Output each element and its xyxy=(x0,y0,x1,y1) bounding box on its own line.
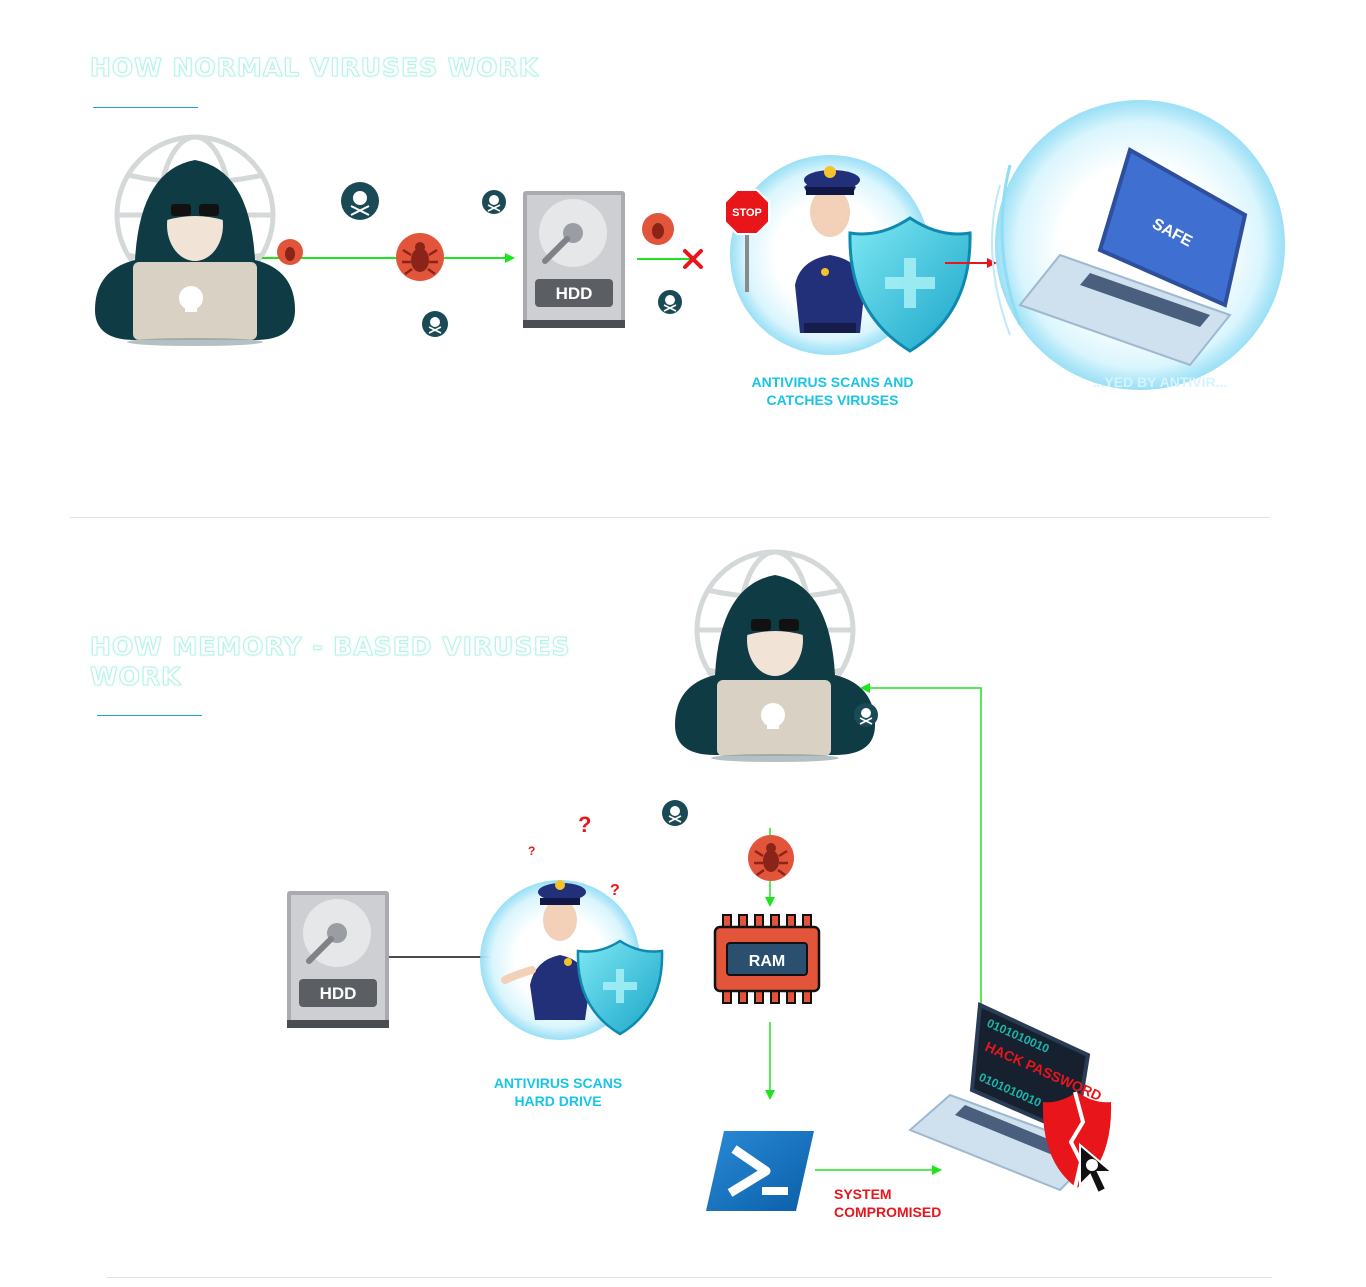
title-underline xyxy=(93,107,198,108)
skull-badge-icon xyxy=(341,182,379,220)
section-memory-title: HOW MEMORY - BASED VIRUSES WORK xyxy=(90,632,571,692)
virus-bug-icon xyxy=(277,239,303,265)
virus-bug-icon xyxy=(396,233,444,281)
antivirus-scans-caption: ANTIVIRUS SCANS HARD DRIVE xyxy=(493,1075,623,1109)
antivirus-catches-caption: ANTIVIRUS SCANS AND CATCHES VIRUSES xyxy=(751,374,914,408)
ram-label: RAM xyxy=(749,953,785,970)
skull-badge-icon xyxy=(662,800,688,826)
question-mark-icon: ? xyxy=(610,882,620,899)
hdd-label: HDD xyxy=(320,984,357,1003)
section-normal-title: HOW NORMAL VIRUSES WORK xyxy=(89,53,540,83)
stop-sign-icon: STOP xyxy=(724,189,770,292)
laptop-icon: SAFE xyxy=(991,100,1285,390)
question-mark-icon: ? xyxy=(578,812,591,837)
safe-laptop-caption: ...YED BY ANTIVIR... xyxy=(1092,374,1228,390)
shield-icon xyxy=(576,939,664,1036)
section-divider xyxy=(70,517,1270,518)
cursor-icon xyxy=(1079,1142,1115,1195)
laptop-icon: 0101010010 HACK PASSWORD 0101010010 xyxy=(908,1001,1115,1195)
hacker-icon xyxy=(675,549,875,762)
police-officer-icon: ? ? ? xyxy=(480,812,664,1040)
system-compromised-caption: SYSTEM COMPROMISED xyxy=(834,1186,942,1220)
blocked-x-icon xyxy=(683,249,703,269)
ram-chip-icon: RAM xyxy=(713,914,821,1004)
arrow-laptop-to-hacker xyxy=(860,683,982,1005)
hdd-icon: HDD xyxy=(287,891,389,1028)
powershell-icon xyxy=(706,1131,814,1211)
stop-sign-label: STOP xyxy=(732,207,762,219)
shield-icon xyxy=(848,216,972,353)
title-underline xyxy=(97,715,202,716)
hdd-icon: HDD xyxy=(523,191,625,328)
hacker-icon xyxy=(95,134,295,346)
skull-badge-icon xyxy=(658,290,682,314)
hdd-label: HDD xyxy=(556,284,593,303)
skull-badge-icon xyxy=(482,190,506,214)
virus-bug-icon xyxy=(748,835,794,881)
normal-virus-diagram: HDD STOP xyxy=(95,100,1285,390)
skull-badge-icon xyxy=(422,311,448,337)
question-mark-icon: ? xyxy=(528,844,535,858)
bottom-divider xyxy=(107,1277,1272,1278)
police-officer-icon: STOP xyxy=(724,155,972,355)
skull-badge-icon xyxy=(854,703,878,727)
virus-bug-icon xyxy=(642,213,674,245)
